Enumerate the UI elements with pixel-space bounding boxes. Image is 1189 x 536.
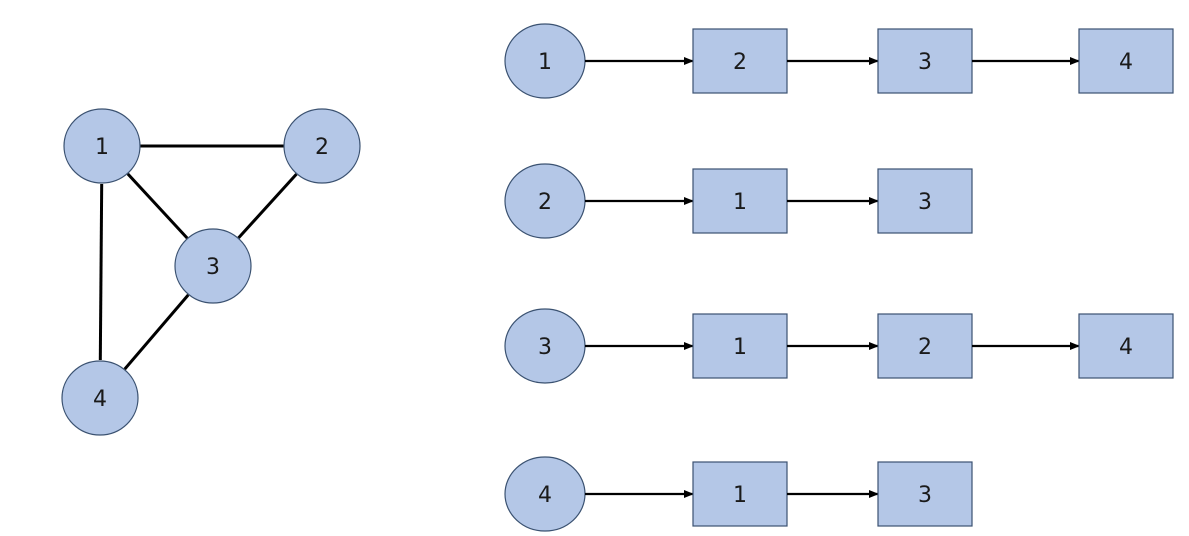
adjacency-neighbor-box (877, 28, 973, 94)
graph-node-3: 3 (174, 228, 252, 304)
graph-edges (98, 144, 298, 371)
graph-node-label: 3 (206, 255, 220, 280)
graph-node-4: 4 (61, 360, 139, 436)
adjacency-neighbor-box (692, 168, 788, 234)
adjacency-head-label: 2 (538, 190, 552, 215)
adjacency-neighbor-box (692, 461, 788, 527)
graph-node-label: 4 (93, 387, 107, 412)
graph-node-circle (61, 360, 139, 436)
adjacency-neighbor-label: 3 (918, 190, 932, 215)
adjacency-head-label: 4 (538, 483, 552, 508)
adjacency-neighbor-box (877, 313, 973, 379)
graph-node-1: 1 (63, 108, 141, 184)
adjacency-neighbor-label: 4 (1119, 335, 1133, 360)
adjacency-row-2: 2 1 3 (504, 163, 973, 239)
adjacency-row-4: 4 1 3 (504, 456, 973, 532)
graph-edge-1-4 (98, 183, 104, 361)
graph-edge-2-3 (237, 173, 298, 239)
graph-node-label: 1 (95, 135, 109, 160)
graph-nodes: 1 2 3 4 (61, 108, 361, 436)
adjacency-neighbor-label: 3 (918, 50, 932, 75)
adjacency-neighbor-box (877, 461, 973, 527)
adjacency-neighbor-label: 2 (918, 335, 932, 360)
adjacency-neighbor-box (1078, 28, 1174, 94)
graph-node-label: 2 (315, 135, 329, 160)
adjacency-head-label: 1 (538, 50, 552, 75)
adjacency-row-1: 1 2 3 4 (504, 23, 1174, 99)
graph-node-2: 2 (283, 108, 361, 184)
adjacency-neighbor-label: 1 (733, 190, 747, 215)
adjacency-neighbor-box (877, 168, 973, 234)
graph-node-circle (63, 108, 141, 184)
adjacency-neighbor-label: 4 (1119, 50, 1133, 75)
graph-node-circle (174, 228, 252, 304)
adjacency-neighbor-box (1078, 313, 1174, 379)
adjacency-neighbor-box (692, 313, 788, 379)
adjacency-neighbor-label: 3 (918, 483, 932, 508)
adjacency-neighbor-label: 1 (733, 335, 747, 360)
graph-node-circle (283, 108, 361, 184)
graph-edge-1-3 (126, 172, 189, 240)
adjacency-neighbor-label: 2 (733, 50, 747, 75)
adjacency-neighbor-label: 1 (733, 483, 747, 508)
adjacency-list: 1 2 3 4 2 1 3 3 1 2 4 4 1 3 (504, 23, 1174, 532)
graph-edge-3-4 (123, 293, 190, 371)
adjacency-head-label: 3 (538, 335, 552, 360)
adjacency-row-3: 3 1 2 4 (504, 308, 1174, 384)
